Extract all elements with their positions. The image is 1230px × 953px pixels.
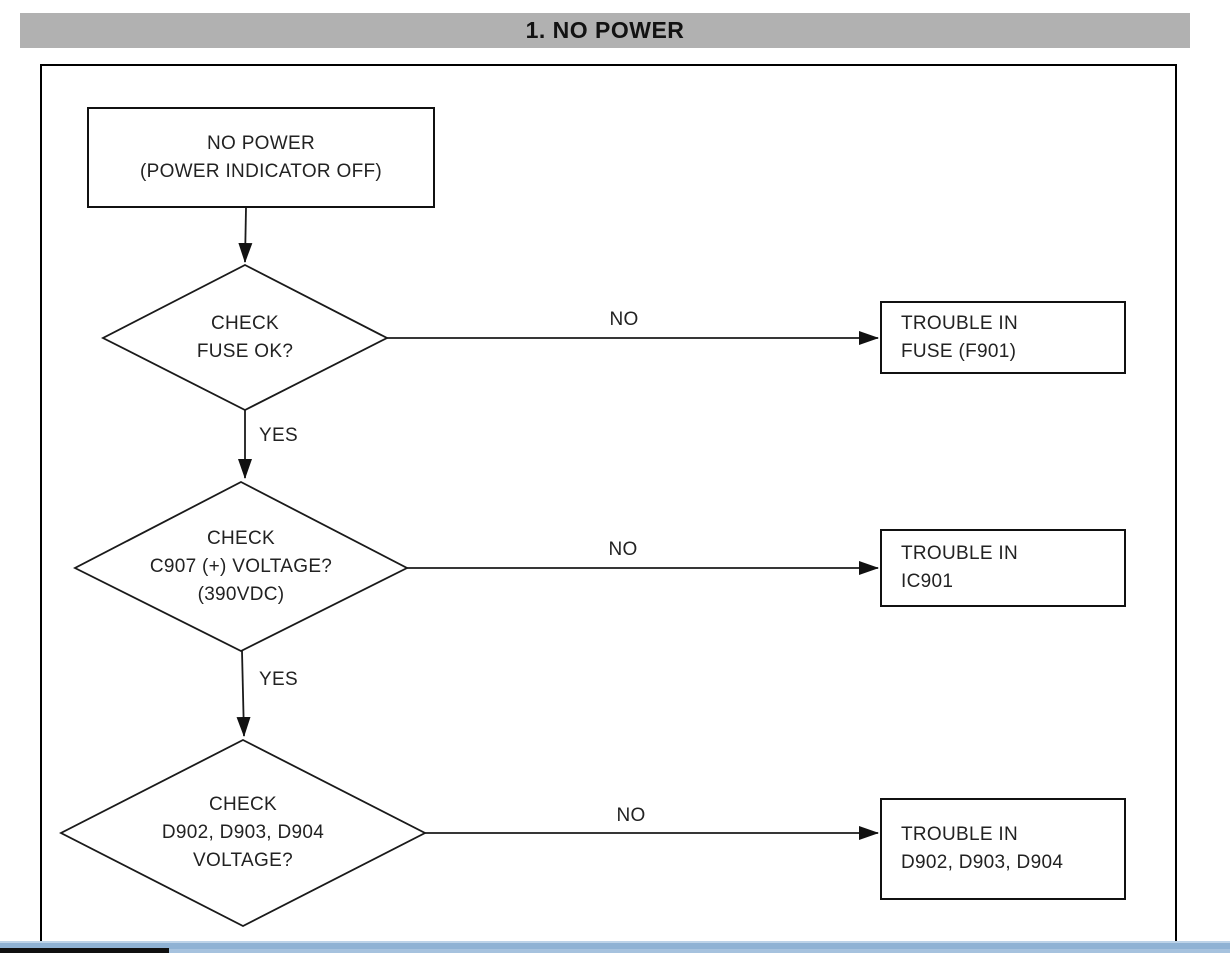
decision-text-check-c907: CHECK C907 (+) VOLTAGE? (390VDC) <box>75 483 407 650</box>
outcome-node-diodes: TROUBLE IN D902, D903, D904 <box>880 798 1126 900</box>
decision-line: (390VDC) <box>197 583 285 605</box>
start-node-line: NO POWER <box>207 132 315 154</box>
bottom-window-edge-dark-strip <box>0 948 169 953</box>
outcome-line: TROUBLE IN <box>901 824 1019 845</box>
decision-text-check-diodes: CHECK D902, D903, D904 VOLTAGE? <box>61 741 425 925</box>
edge-label-yes-2: YES <box>259 669 298 690</box>
edge-label-no-3: NO <box>616 805 646 826</box>
start-node: NO POWER (POWER INDICATOR OFF) <box>87 107 435 208</box>
decision-line: CHECK <box>208 794 277 815</box>
edge-label-no-1: NO <box>609 309 639 330</box>
outcome-node-ic901: TROUBLE IN IC901 <box>880 529 1126 607</box>
outcome-line: FUSE (F901) <box>901 340 1017 362</box>
outcome-line: TROUBLE IN <box>901 543 1019 564</box>
start-node-line: (POWER INDICATOR OFF) <box>139 160 383 182</box>
outcome-line: D902, D903, D904 <box>901 852 1064 873</box>
section-title: 1. NO POWER <box>525 17 685 43</box>
edge-label-yes-1: YES <box>259 425 298 446</box>
decision-line: CHECK <box>206 527 275 549</box>
decision-line: FUSE OK? <box>196 340 294 362</box>
edge-label-no-2: NO <box>608 539 638 560</box>
outcome-node-fuse: TROUBLE IN FUSE (F901) <box>880 301 1126 374</box>
section-header: 1. NO POWER <box>20 13 1190 48</box>
decision-line: C907 (+) VOLTAGE? <box>149 555 333 577</box>
decision-text-check-fuse: CHECK FUSE OK? <box>103 266 387 409</box>
decision-line: VOLTAGE? <box>193 850 293 871</box>
decision-line: CHECK <box>210 312 279 334</box>
bottom-window-edge-light-strip <box>169 949 1230 953</box>
outcome-line: IC901 <box>901 571 954 592</box>
outcome-line: TROUBLE IN <box>901 312 1019 334</box>
decision-line: D902, D903, D904 <box>161 822 325 843</box>
